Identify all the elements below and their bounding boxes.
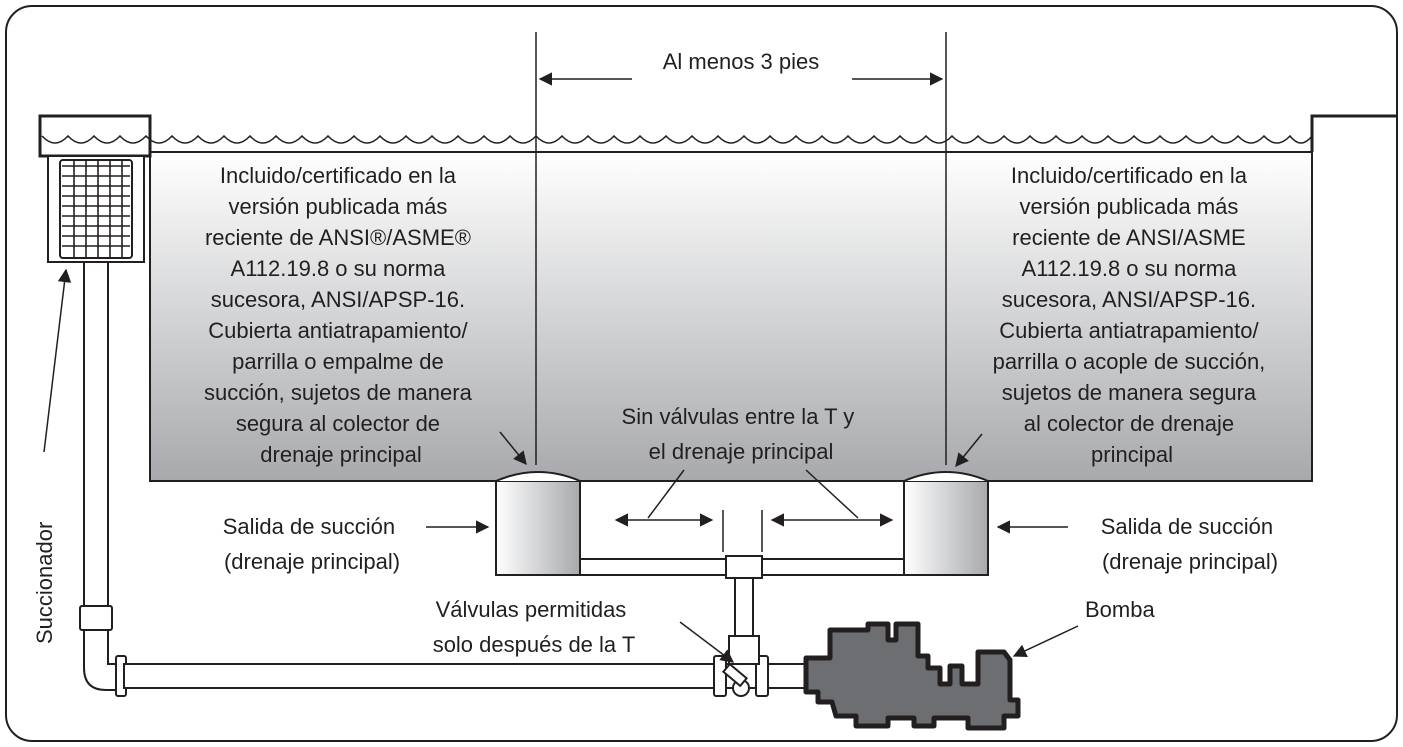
left-drain-note: Incluido/certificado en la versión publi… — [204, 163, 478, 467]
distance-label: Al menos 3 pies — [663, 49, 820, 74]
no-valves-label: Sin válvulas entre la T y el drenaje pri… — [622, 404, 861, 464]
skimmer-basket — [62, 160, 130, 258]
tee-riser — [579, 555, 905, 665]
right-drain — [903, 471, 989, 576]
pump-label: Bomba — [1085, 597, 1155, 622]
valves-arrow — [679, 621, 735, 663]
skimmer-arrow — [43, 268, 72, 453]
left-drain — [495, 471, 581, 576]
right-drain-note: Incluido/certificado en la versión publi… — [993, 163, 1272, 467]
left-outlet-label: Salida de succión (drenaje principal) — [223, 514, 402, 574]
skimmer-label: Succionador — [32, 522, 57, 644]
right-note-arrow — [955, 433, 983, 468]
valve-icon — [713, 655, 769, 697]
left-note-arrow — [499, 431, 527, 466]
valves-allowed-label: Válvulas permitidas solo después de la T — [433, 597, 636, 657]
no-valve-leader-right — [805, 469, 859, 519]
skimmer-pipe — [79, 261, 125, 691]
pool-water — [149, 151, 1313, 482]
pump-arrow — [1012, 625, 1079, 657]
water-surface — [41, 134, 1313, 144]
pool-deck — [38, 114, 1398, 158]
skimmer — [47, 155, 145, 263]
no-valve-leader-left — [647, 469, 685, 519]
right-outlet-label: Salida de succión (drenaje principal) — [1101, 514, 1280, 574]
pump-icon — [803, 621, 1021, 731]
